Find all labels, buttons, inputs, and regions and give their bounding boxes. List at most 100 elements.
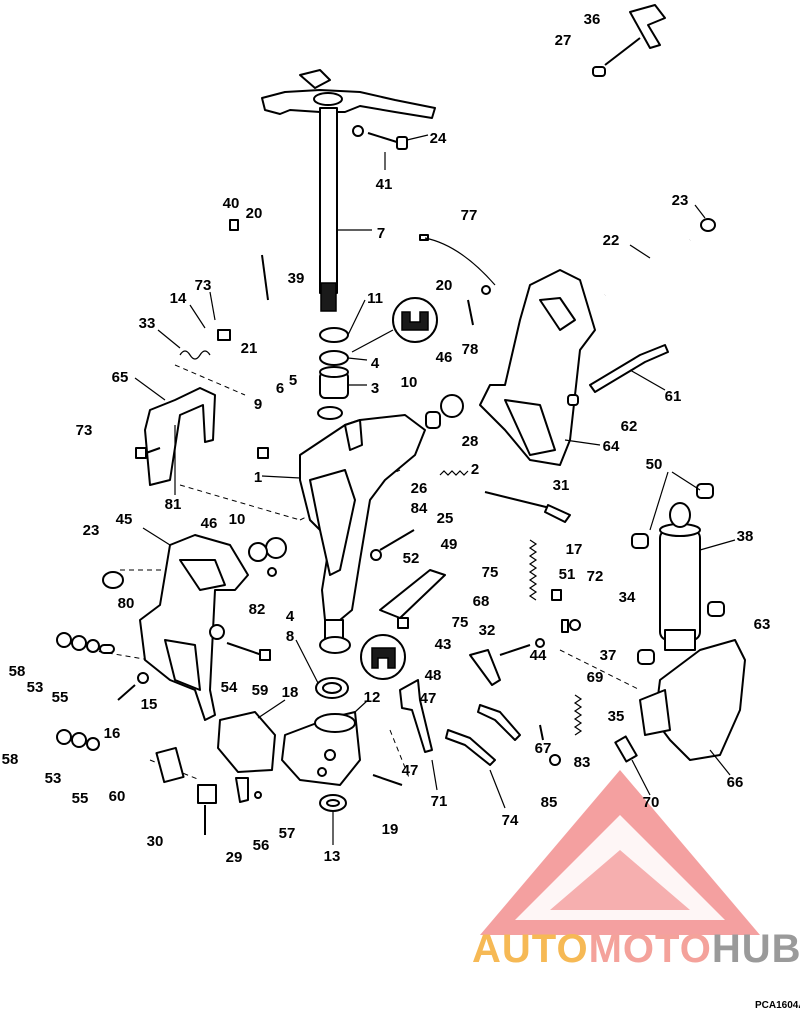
callout-81: 81 <box>165 496 182 513</box>
callout-47: 47 <box>402 762 419 779</box>
callout-51: 51 <box>559 566 576 583</box>
callout-77: 77 <box>461 207 478 224</box>
callout-52: 52 <box>403 550 420 567</box>
callout-20: 20 <box>246 205 263 222</box>
callout-34: 34 <box>619 589 636 606</box>
callout-67: 67 <box>535 740 552 757</box>
block-18 <box>217 699 286 773</box>
plate-65 <box>134 377 216 495</box>
callout-4: 4 <box>371 355 380 372</box>
callout-72: 72 <box>587 568 604 585</box>
callout-18: 18 <box>282 684 299 701</box>
callout-8: 8 <box>286 628 294 645</box>
callout-74: 74 <box>502 812 519 829</box>
callout-55: 55 <box>52 689 69 706</box>
swivel-bracket-1 <box>261 414 426 641</box>
lower-bracket-66 <box>639 639 746 776</box>
callout-21: 21 <box>241 340 258 357</box>
callout-17: 17 <box>566 541 583 558</box>
callout-75: 75 <box>452 614 469 631</box>
callout-6: 6 <box>276 380 284 397</box>
callout-33: 33 <box>139 315 156 332</box>
stern-bracket-64 <box>479 269 601 466</box>
inset-detail-top <box>351 297 438 353</box>
callout-84: 84 <box>411 500 428 517</box>
tilt-tube-22 <box>603 204 716 298</box>
callout-83: 83 <box>574 754 591 771</box>
callout-19: 19 <box>382 821 399 838</box>
callout-11: 11 <box>367 290 383 307</box>
watermark-hub: HUB <box>712 927 800 971</box>
callout-53: 53 <box>45 770 62 787</box>
callout-13: 13 <box>324 848 341 865</box>
callout-80: 80 <box>118 595 135 612</box>
lever-set <box>399 649 521 809</box>
callout-12: 12 <box>364 689 381 706</box>
springs <box>439 470 583 736</box>
callout-82: 82 <box>249 601 266 618</box>
steering-shaft-7 <box>261 69 436 312</box>
callout-71: 71 <box>431 793 448 810</box>
callout-39: 39 <box>288 270 305 287</box>
callout-16: 16 <box>104 725 121 742</box>
tilt-cylinder-38 <box>631 471 736 665</box>
callout-27: 27 <box>555 32 572 49</box>
callout-47: 47 <box>420 690 437 707</box>
callout-14: 14 <box>170 290 187 307</box>
callout-43: 43 <box>435 636 452 653</box>
callout-59: 59 <box>252 682 269 699</box>
callout-10: 10 <box>401 374 418 391</box>
callout-20: 20 <box>436 277 453 294</box>
callout-70: 70 <box>643 794 660 811</box>
callout-49: 49 <box>441 536 458 553</box>
callout-36: 36 <box>584 11 601 28</box>
callout-69: 69 <box>587 669 604 686</box>
callout-29: 29 <box>226 849 243 866</box>
callout-22: 22 <box>603 232 620 249</box>
callout-46: 46 <box>436 349 453 366</box>
callout-85: 85 <box>541 794 558 811</box>
callout-31: 31 <box>553 477 570 494</box>
watermark-triangle-core <box>550 850 690 910</box>
callout-57: 57 <box>279 825 296 842</box>
callout-54: 54 <box>221 679 238 696</box>
callout-4: 4 <box>286 608 295 625</box>
swivel-housing-12 <box>281 699 369 786</box>
callout-40: 40 <box>223 195 240 212</box>
callout-63: 63 <box>754 616 771 633</box>
part-36-lever <box>592 4 666 77</box>
callout-7: 7 <box>377 225 385 242</box>
callout-60: 60 <box>109 788 126 805</box>
callout-37: 37 <box>600 647 617 664</box>
rod-61 <box>589 344 669 393</box>
callout-1: 1 <box>254 469 262 486</box>
callout-26: 26 <box>411 480 428 497</box>
callout-58: 58 <box>2 751 19 768</box>
diagram-code: PCA1604A <box>755 1000 800 1011</box>
callout-65: 65 <box>112 369 129 386</box>
callout-38: 38 <box>737 528 754 545</box>
stern-bracket-45 <box>139 527 249 721</box>
small-fasteners <box>56 219 581 835</box>
callout-75: 75 <box>482 564 499 581</box>
callout-58: 58 <box>9 663 26 680</box>
callout-62: 62 <box>621 418 638 435</box>
callout-15: 15 <box>141 696 158 713</box>
callout-24: 24 <box>430 130 447 147</box>
watermark: AUTOMOTOHUB <box>472 770 800 971</box>
callout-41: 41 <box>376 176 393 193</box>
watermark-text: AUTOMOTOHUB <box>472 927 800 971</box>
callout-25: 25 <box>437 510 454 527</box>
callout-44: 44 <box>530 647 547 664</box>
callout-46: 46 <box>201 515 218 532</box>
callout-55: 55 <box>72 790 89 807</box>
inset-detail-bottom <box>360 634 406 680</box>
callout-50: 50 <box>646 456 663 473</box>
bearing-8 <box>295 636 351 699</box>
callout-5: 5 <box>289 372 297 389</box>
callout-45: 45 <box>116 511 133 528</box>
callout-30: 30 <box>147 833 164 850</box>
callout-53: 53 <box>27 679 44 696</box>
